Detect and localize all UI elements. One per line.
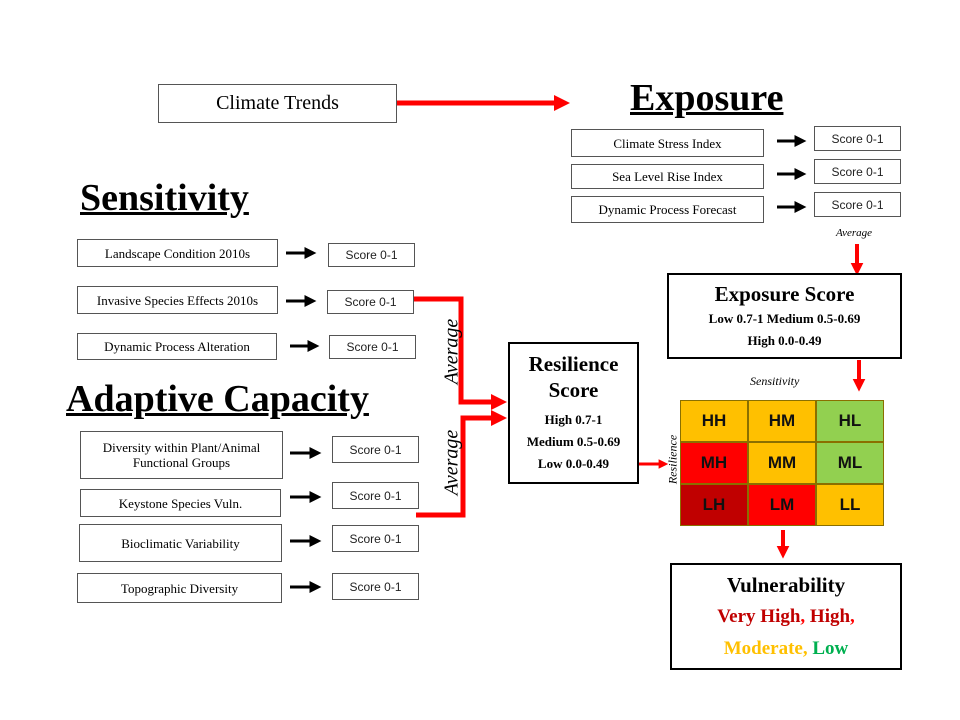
vulnerability-levels-line1: Very High, High, xyxy=(717,601,855,633)
sensitivity-score-box-2: Score 0-1 xyxy=(327,290,414,314)
matrix-cell-hl: HL xyxy=(816,400,884,442)
sensitivity-input-label: Landscape Condition 2010s xyxy=(104,245,251,261)
matrix-cell-ml: ML xyxy=(816,442,884,484)
resilience-title-line2: Score xyxy=(548,378,599,402)
matrix-cell-lh: LH xyxy=(680,484,748,526)
vulnerability-separator: , xyxy=(800,605,810,627)
resilience-high-range: High 0.7-1 xyxy=(544,412,603,427)
sensitivity-input-label: Invasive Species Effects 2010s xyxy=(96,292,259,308)
vulnerability-low: Low xyxy=(812,637,849,659)
adaptive-input-keystone: Keystone Species Vuln. xyxy=(80,489,281,517)
adaptive-bracket xyxy=(416,409,508,518)
sensitivity-heading: Sensitivity xyxy=(80,177,249,219)
resilience-medium-range: Medium 0.5-0.69 xyxy=(526,434,621,449)
vulnerability-levels-line2: Moderate, Low xyxy=(724,633,849,665)
exposure-input-sea-level: Sea Level Rise Index xyxy=(571,164,764,189)
adaptive-input-bioclimatic: Bioclimatic Variability xyxy=(79,524,282,562)
score-label: Score 0-1 xyxy=(349,488,402,503)
vulnerability-moderate: Moderate xyxy=(723,637,803,659)
adaptive-input-label: Bioclimatic Variability xyxy=(121,535,240,551)
matrix-cell-label: ML xyxy=(837,453,863,472)
matrix-cell-label: HM xyxy=(768,411,796,430)
score-label: Score 0-1 xyxy=(346,340,399,354)
exposure-input-dynamic-forecast: Dynamic Process Forecast xyxy=(571,196,764,223)
matrix-cell-label: HH xyxy=(701,411,727,430)
matrix-cell-hh: HH xyxy=(680,400,748,442)
adaptive-score-box-4: Score 0-1 xyxy=(332,573,419,600)
sensitivity-input-dynamic: Dynamic Process Alteration xyxy=(77,333,277,360)
sensitivity-input-landscape: Landscape Condition 2010s xyxy=(77,239,278,267)
vulnerability-separator: , xyxy=(850,605,855,627)
matrix-cell-label: LL xyxy=(839,495,861,514)
adaptive-input-label: Diversity within Plant/Animal Functional… xyxy=(102,440,261,470)
climate-trends-box: Climate Trends xyxy=(158,84,397,123)
score-label: Score 0-1 xyxy=(349,442,402,457)
sensitivity-bracket xyxy=(414,296,508,410)
matrix-cell-label: HL xyxy=(838,411,862,430)
adaptive-capacity-heading: Adaptive Capacity xyxy=(66,378,369,420)
exposure-input-label: Dynamic Process Forecast xyxy=(598,202,737,217)
matrix-cell-label: MH xyxy=(700,453,728,472)
vulnerability-separator: , xyxy=(802,637,813,659)
score-label: Score 0-1 xyxy=(349,531,402,546)
resilience-score-box: Resilience Score High 0.7-1 Medium 0.5-0… xyxy=(508,342,639,484)
vulnerability-very-high: Very High xyxy=(717,605,801,627)
vulnerability-title: Vulnerability xyxy=(726,572,846,597)
adaptive-input-topographic: Topographic Diversity xyxy=(77,573,282,603)
matrix-cell-ll: LL xyxy=(816,484,884,526)
sensitivity-input-label: Dynamic Process Alteration xyxy=(104,339,250,354)
resilience-low-range: Low 0.0-0.49 xyxy=(537,456,610,471)
matrix-cell-label: LM xyxy=(769,495,795,514)
vulnerability-high: High xyxy=(809,605,851,627)
exposure-score-box-2: Score 0-1 xyxy=(814,159,901,184)
sensitivity-score-box-3: Score 0-1 xyxy=(329,335,416,359)
matrix-cell-mh: MH xyxy=(680,442,748,484)
matrix-cell-hm: HM xyxy=(748,400,816,442)
score-label: Score 0-1 xyxy=(831,164,884,179)
matrix-cell-mm: MM xyxy=(748,442,816,484)
exposure-score-box-3: Score 0-1 xyxy=(814,192,901,217)
matrix-resilience-label: Resilience xyxy=(665,434,680,485)
exposure-score-title: Exposure Score xyxy=(714,282,855,306)
exposure-score-line2: High 0.0-0.49 xyxy=(747,333,822,348)
exposure-score-line1: Low 0.7-1 Medium 0.5-0.69 xyxy=(708,311,861,326)
exposure-average-label: Average xyxy=(836,227,873,239)
exposure-input-climate-stress: Climate Stress Index xyxy=(571,129,764,157)
adaptive-input-label: Topographic Diversity xyxy=(120,580,239,596)
score-label: Score 0-1 xyxy=(831,131,884,146)
matrix-cell-label: MM xyxy=(767,453,797,472)
matrix-cell-lm: LM xyxy=(748,484,816,526)
adaptive-input-diversity: Diversity within Plant/Animal Functional… xyxy=(80,431,283,479)
climate-trends-label: Climate Trends xyxy=(216,92,339,114)
score-label: Score 0-1 xyxy=(349,579,402,594)
adaptive-score-box-3: Score 0-1 xyxy=(332,525,419,552)
adaptive-input-label: Keystone Species Vuln. xyxy=(118,495,243,511)
exposure-score-box: Exposure Score Low 0.7-1 Medium 0.5-0.69… xyxy=(667,273,902,359)
adaptive-average-label: Average xyxy=(440,429,463,496)
exposure-input-label: Sea Level Rise Index xyxy=(612,169,723,184)
exposure-input-label: Climate Stress Index xyxy=(613,135,722,151)
resilience-title-line1: Resilience xyxy=(528,352,619,376)
score-label: Score 0-1 xyxy=(831,197,884,212)
sensitivity-input-invasive: Invasive Species Effects 2010s xyxy=(77,286,278,314)
adaptive-score-box-1: Score 0-1 xyxy=(332,436,419,463)
adaptive-score-box-2: Score 0-1 xyxy=(332,482,419,509)
sensitivity-score-box-1: Score 0-1 xyxy=(328,243,415,267)
exposure-score-box-1: Score 0-1 xyxy=(814,126,901,151)
exposure-heading: Exposure xyxy=(630,77,784,119)
score-label: Score 0-1 xyxy=(344,295,397,309)
score-label: Score 0-1 xyxy=(345,248,398,262)
matrix-sensitivity-label: Sensitivity xyxy=(750,374,800,388)
vulnerability-matrix: HH HM HL MH MM ML LH LM LL xyxy=(680,400,884,526)
sensitivity-average-label: Average xyxy=(440,318,463,385)
vulnerability-box: Vulnerability Very High, High, Moderate,… xyxy=(670,563,902,670)
matrix-cell-label: LH xyxy=(702,495,726,514)
